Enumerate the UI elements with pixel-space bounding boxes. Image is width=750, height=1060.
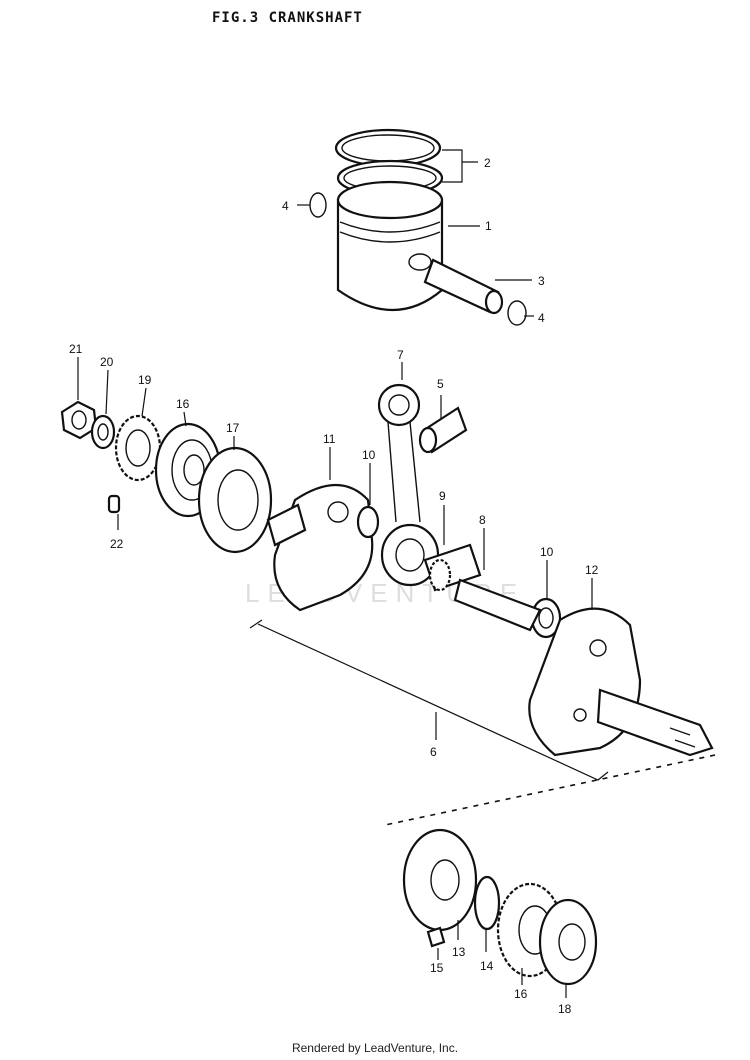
callout-5: 5 <box>437 377 444 391</box>
assembly-line <box>384 754 716 826</box>
circlip-right <box>507 300 527 326</box>
circlip-left <box>309 192 327 218</box>
callout-2: 2 <box>484 156 491 170</box>
callout-4-right: 4 <box>538 311 545 325</box>
callout-1: 1 <box>485 219 492 233</box>
callout-12: 12 <box>585 563 599 577</box>
callout-8: 8 <box>479 513 486 527</box>
callout-10-left: 10 <box>362 448 376 462</box>
oil-seal-right <box>402 828 478 932</box>
primary-drive-gear <box>114 414 162 482</box>
callout-3: 3 <box>538 274 545 288</box>
oil-seal-left <box>197 446 273 554</box>
woodruff-key <box>107 494 121 514</box>
nut <box>60 400 98 440</box>
callout-19: 19 <box>138 373 152 387</box>
crankshaft-assembly-bracket <box>249 619 609 781</box>
callout-6: 6 <box>430 745 437 759</box>
callout-22: 22 <box>110 537 124 551</box>
left-shaft-parts <box>60 400 273 554</box>
oil-seal-right-outer <box>538 898 598 986</box>
small-end-bearing <box>418 406 468 454</box>
pin-right <box>426 926 446 948</box>
callout-numbers: 2 1 3 4 4 7 5 21 20 19 16 17 11 10 9 8 2… <box>69 156 599 1016</box>
callout-21: 20 <box>100 355 114 369</box>
callout-14: 14 <box>480 959 494 973</box>
callout-15: 15 <box>430 961 444 975</box>
callout-20: 21 <box>69 342 83 356</box>
callout-16-left: 16 <box>176 397 190 411</box>
figure-title: FIG.3 CRANKSHAFT <box>212 10 363 26</box>
callout-18: 18 <box>558 1002 572 1016</box>
callout-7: 7 <box>397 348 404 362</box>
washer <box>90 414 116 450</box>
crankshaft <box>266 483 714 757</box>
callout-13: 13 <box>452 945 466 959</box>
callout-11: 11 <box>323 432 336 446</box>
piston-pin <box>423 258 504 315</box>
callout-4-left: 4 <box>282 199 289 213</box>
piston <box>336 180 444 312</box>
callout-9: 9 <box>439 489 446 503</box>
piston-assembly <box>309 128 527 326</box>
callout-10-right: 10 <box>540 545 554 559</box>
leader-lines <box>77 149 593 998</box>
right-shaft-parts <box>402 828 598 986</box>
callout-16-right: 16 <box>514 987 528 1001</box>
footer-credit: Rendered by LeadVenture, Inc. <box>291 1041 459 1055</box>
connecting-rod <box>377 383 440 587</box>
callout-17: 17 <box>226 421 240 435</box>
shim-right <box>473 875 501 931</box>
